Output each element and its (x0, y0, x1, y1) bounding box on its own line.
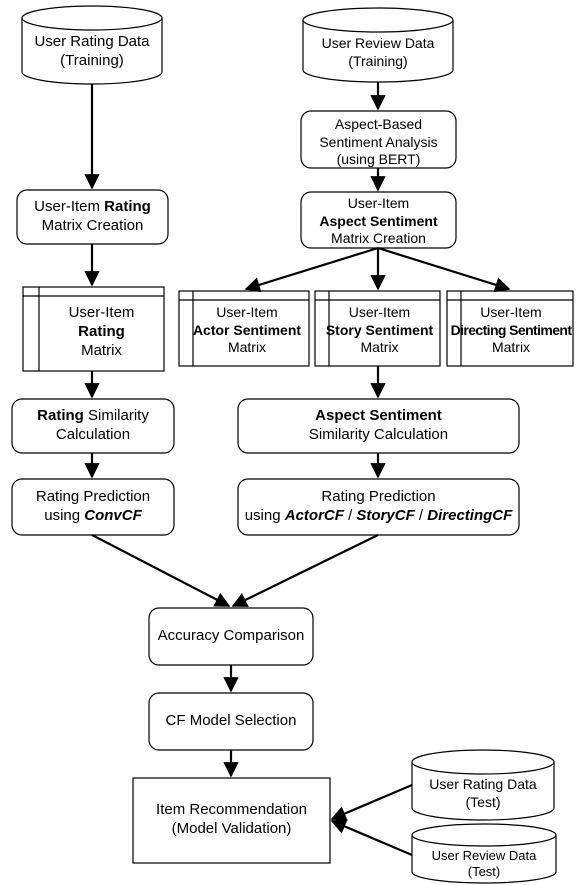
box-item-recommendation (132, 777, 331, 864)
box-rating-prediction-aspect (237, 478, 520, 536)
label-absa: Aspect-Based Sentiment Analysis (using B… (319, 116, 438, 167)
label-rating-prediction-aspect: Rating Prediction using ActorCF / StoryC… (244, 488, 513, 524)
label-user-rating-data-training: User Rating Data (Training) (34, 33, 150, 69)
arrow-aspect-creation-to-directing (377, 246, 511, 293)
label-actor-matrix: User-Item Actor Sentiment Matrix (192, 304, 302, 355)
label-rating-prediction-conv: Rating Prediction using ConvCF (35, 488, 151, 524)
label-aspect-similarity: Aspect Sentiment Similarity Calculation (308, 407, 449, 443)
label-story-matrix: User-Item Story Sentiment Matrix (325, 304, 434, 355)
matrix-user-item-rating (22, 286, 165, 372)
matrix-story-sentiment (314, 290, 441, 367)
label-user-review-data-training: User Review Data (Training) (321, 35, 435, 69)
label-user-rating-data-test: User Rating Data (Test) (429, 776, 537, 810)
label-aspect-matrix-creation: User-Item Aspect Sentiment Matrix Creati… (319, 195, 438, 246)
label-rating-matrix-creation: User-Item Rating Matrix Creation (34, 198, 151, 234)
cylinder-user-review-data-training (302, 7, 454, 83)
arrow-rating-test-to-recommendation (330, 783, 413, 821)
cylinder-user-review-data-test (411, 823, 557, 884)
label-cf-model-selection: CF Model Selection (165, 712, 297, 729)
arrow-review-test-to-recommendation (330, 819, 413, 857)
label-rating-similarity: Rating Similarity Calculation (37, 407, 149, 443)
label-directing-matrix: User-Item Directing Sentiment Matrix (450, 304, 572, 355)
label-item-recommendation: Item Recommendation (Model Validation) (156, 801, 307, 837)
matrix-actor-sentiment (178, 290, 310, 367)
cylinder-user-rating-data-test (411, 749, 555, 821)
label-accuracy-comparison: Accuracy Comparison (157, 627, 305, 644)
cylinder-user-rating-data-training (21, 5, 163, 85)
label-user-review-data-test: User Review Data (Test) (431, 848, 537, 880)
arrow-prediction-conv-to-accuracy (91, 534, 231, 607)
arrow-prediction-aspect-to-accuracy (231, 534, 379, 607)
arrow-aspect-creation-to-actor (244, 246, 379, 293)
label-rating-matrix: User-Item Rating Matrix (68, 304, 135, 359)
